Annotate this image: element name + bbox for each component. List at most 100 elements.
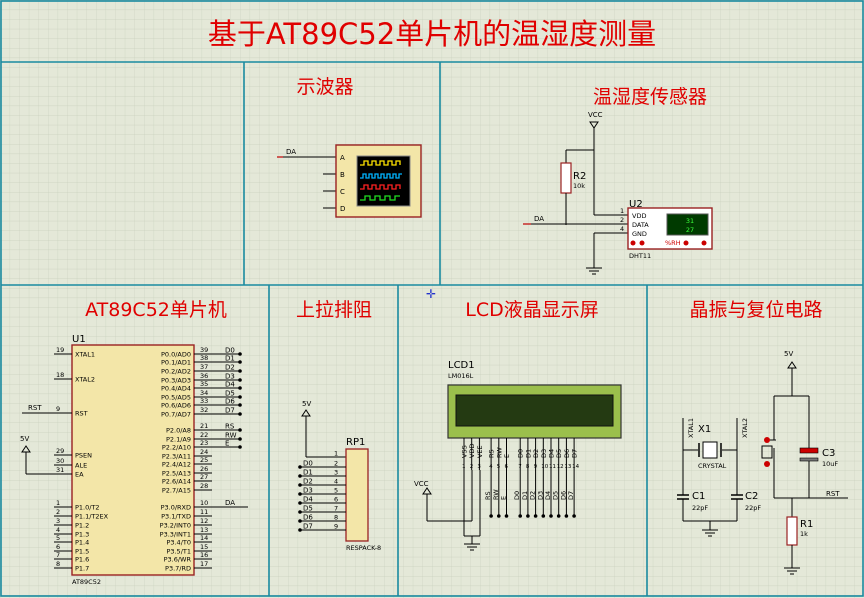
net-terminal [238, 445, 242, 449]
net-terminal [238, 403, 242, 407]
svg-text:U1: U1 [72, 334, 86, 345]
mcu-pin-number: 24 [200, 448, 208, 456]
lcd-pin-name: D0 [517, 449, 525, 458]
svg-text:4: 4 [620, 225, 624, 233]
mcu-net-label: E [225, 440, 229, 448]
respack-pin-number: 6 [334, 496, 338, 504]
net-terminal [238, 437, 242, 441]
lcd-pin-number: 8 [526, 464, 530, 470]
trace-a [360, 160, 401, 166]
svg-text:XTAL1: XTAL1 [687, 418, 695, 438]
net-terminal [298, 528, 302, 532]
mcu-pin-number: 14 [200, 534, 208, 542]
mcu-net-label: D5 [225, 390, 235, 398]
respack-pin-number: 5 [334, 487, 338, 495]
svg-text:27: 27 [686, 226, 694, 234]
lcd-pin-number: 14 [572, 464, 579, 470]
mcu-pin-number: 30 [56, 457, 64, 465]
svg-text:DA: DA [225, 499, 235, 507]
mcu-pin-number: 3 [56, 517, 60, 525]
mcu-left-pins: 19XTAL118XTAL29RST29PSEN30ALE31EA1P1.0/T… [54, 346, 109, 573]
mcu-pin-name: P0.4/AD4 [161, 385, 191, 393]
mcu-pin-number: 35 [200, 380, 208, 388]
section-title-lcd: LCD液晶显示屏 [465, 299, 598, 321]
respack-net-label: D6 [303, 514, 313, 522]
lcd-net-label: D0 [513, 491, 521, 500]
crystal-reset-section: XTAL1 XTAL2 X1 CRYSTAL C1 22pF C2 22pF 5… [677, 350, 848, 575]
respack-pin-number: 3 [334, 469, 338, 477]
button-icon [683, 240, 689, 246]
svg-text:B: B [340, 171, 345, 179]
lcd-pins: VSS1VDD2VEE3RS4RSRW5RWE6ED07D0D18D1D29D2… [461, 438, 580, 518]
mcu-pin-name: P0.6/AD6 [161, 402, 191, 410]
net-terminal [298, 519, 302, 523]
trace-c [360, 184, 401, 190]
resistor-r1[interactable] [786, 516, 798, 546]
lcd-pin-number: 10 [541, 464, 548, 470]
lcd-pin-name: D7 [571, 449, 579, 458]
respack-net-label: D0 [303, 460, 313, 468]
lcd-net-label: D5 [552, 491, 560, 500]
crystal-x1[interactable] [702, 441, 718, 459]
mcu-pin-number: 37 [200, 363, 208, 371]
respack-section: 5V RP1 RESPACK-8 12D03D14D25D36D47D58D69… [298, 400, 381, 552]
net-terminal [238, 352, 242, 356]
mcu-pin-name: P3.2/INT0 [160, 522, 191, 530]
lcd-pin-number: 9 [534, 464, 538, 470]
svg-text:1k: 1k [800, 530, 808, 538]
mcu-pin-name: P3.1/TXD [161, 513, 191, 521]
button-icon [630, 240, 636, 246]
net-terminal [298, 483, 302, 487]
mcu-pin-name: P3.4/T0 [166, 539, 191, 547]
svg-text:DATA: DATA [632, 221, 649, 229]
svg-text:DHT11: DHT11 [629, 252, 651, 260]
respack-body[interactable] [345, 448, 369, 542]
net-terminal [238, 386, 242, 390]
at89c52-body[interactable] [71, 344, 195, 576]
svg-text:%RH: %RH [665, 239, 681, 247]
respack-pin-number: 1 [334, 450, 338, 458]
net-terminal [518, 514, 522, 518]
mcu-pin-number: 5 [56, 534, 60, 542]
respack-pin-number: 9 [334, 523, 338, 531]
capacitor-c3[interactable] [799, 447, 819, 454]
oscilloscope-component[interactable]: DA A B C D [277, 144, 422, 218]
mcu-pin-name: P2.4/A12 [162, 461, 191, 469]
respack-pin-number: 2 [334, 460, 338, 468]
mcu-pin-name: RST [75, 410, 88, 418]
net-terminal [298, 501, 302, 505]
lcd-pin-number: 2 [470, 464, 474, 470]
respack-pin-number: 7 [334, 505, 338, 513]
mcu-net-label: RS [225, 423, 235, 431]
lcd-pin-name: D5 [555, 449, 563, 458]
mcu-pin-number: 25 [200, 456, 208, 464]
net-terminal [549, 514, 553, 518]
mcu-pin-number: 31 [56, 466, 64, 474]
mcu-pin-number: 11 [200, 508, 208, 516]
mcu-pin-name: P1.2 [75, 522, 89, 530]
lcd-pin-number: 3 [477, 464, 481, 470]
svg-text:VCC: VCC [414, 480, 429, 488]
svg-text:C: C [340, 188, 345, 196]
mcu-pin-name: P1.5 [75, 548, 89, 556]
resistor-r2[interactable] [560, 162, 572, 194]
net-terminal [298, 465, 302, 469]
svg-text:2: 2 [620, 216, 624, 224]
svg-text:C2: C2 [745, 491, 758, 502]
mcu-pin-name: P1.4 [75, 539, 89, 547]
mcu-pin-name: P1.6 [75, 556, 89, 564]
lcd-pin-name: VSS [461, 445, 469, 458]
switch-icon[interactable] [764, 437, 770, 443]
net-terminal [238, 395, 242, 399]
mcu-net-label: D0 [225, 347, 235, 355]
mcu-pin-number: 39 [200, 346, 208, 354]
lcd-net-label: D2 [529, 491, 537, 500]
mcu-pin-number: 4 [56, 526, 60, 534]
respack-pin-number: 4 [334, 478, 338, 486]
switch-icon[interactable] [764, 461, 770, 467]
lcd-pin-number: 13 [564, 464, 571, 470]
mcu-pin-number: 21 [200, 422, 208, 430]
